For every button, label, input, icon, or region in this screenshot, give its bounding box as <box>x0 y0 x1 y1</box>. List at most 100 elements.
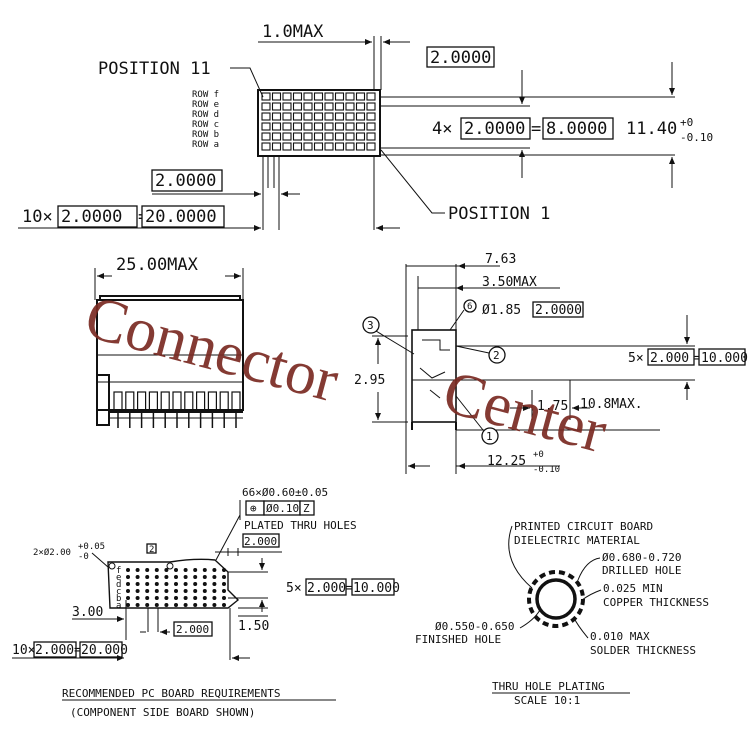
contact-cell <box>355 122 366 131</box>
side-height-max: 10.8MAX. <box>580 397 643 412</box>
pcb-row-b: b <box>116 594 121 604</box>
pcb-hole <box>174 568 178 572</box>
pcb-caption-line1: RECOMMENDED PC BOARD REQUIREMENTS <box>62 687 281 700</box>
pcb-hole <box>212 603 217 607</box>
pcb-hole <box>164 596 169 600</box>
balloon-6-text: 6 <box>467 302 472 312</box>
pcb-hole <box>126 568 130 572</box>
pcb-hole <box>222 582 226 586</box>
col-pitch-label: 2.0000 <box>155 171 216 191</box>
contact-cell <box>334 92 345 101</box>
pcb-caption-line2: (COMPONENT SIDE BOARD SHOWN) <box>70 706 255 719</box>
height-tol-lower: -0.10 <box>680 131 713 144</box>
cols-total-value: 20.0000 <box>145 207 217 227</box>
pcb-hole <box>135 575 140 579</box>
side-dia-185: Ø1.85 <box>482 303 521 318</box>
side-rows-eq: = <box>694 351 702 366</box>
top-pitch-label: 2.0000 <box>430 48 491 68</box>
row-label-e: ROW e <box>192 100 219 110</box>
contact-cell <box>282 102 292 111</box>
col-pitch-box <box>151 169 223 192</box>
watermark-line1: Connector <box>78 283 345 416</box>
pcb-hole <box>212 596 217 600</box>
contact-cell <box>355 92 366 101</box>
pcb-mount-hole-2 <box>166 562 174 570</box>
contact-cell <box>261 122 271 131</box>
contact-cell <box>271 122 282 131</box>
pcb-dim-150: 1.50 <box>238 619 269 634</box>
pcb-pitch-top: 2.000 <box>244 535 277 548</box>
side-dim-175: 1.75 <box>537 399 568 414</box>
pcb-hole <box>193 589 198 593</box>
pcb-hole <box>174 582 178 586</box>
side-width-tol-lower: -0.10 <box>533 465 560 475</box>
pcb-hole <box>126 596 130 600</box>
plating-pcb-line2: DIELECTRIC MATERIAL <box>514 534 640 547</box>
balloon-6 <box>463 299 477 313</box>
balloon-3 <box>362 316 380 334</box>
pcb-hole <box>193 603 198 607</box>
pcb-cols-prefix: 10× <box>12 643 35 658</box>
gdt-tol: Ø0.10 <box>266 502 299 515</box>
cols-pitch-value: 2.0000 <box>61 207 122 227</box>
pcb-hole <box>135 568 140 572</box>
contact-cell <box>345 132 355 141</box>
contact-cell <box>324 112 334 121</box>
contact-cell <box>303 92 313 101</box>
pcb-row-d: d <box>116 580 121 590</box>
contact-cell <box>313 102 324 111</box>
connector-top-outline <box>257 89 381 157</box>
contact-cell <box>366 102 376 111</box>
pcb-hole <box>145 603 150 607</box>
side-pitch-value: 2.0000 <box>535 303 582 318</box>
position-1-label: POSITION 1 <box>448 204 550 224</box>
rows-pitch-value: 2.0000 <box>464 119 525 139</box>
pcb-mount-hole-1 <box>108 562 116 570</box>
pcb-rows-total-box <box>351 578 395 596</box>
contact-cell <box>271 92 282 101</box>
contact-cell <box>324 92 334 101</box>
contact-cell <box>303 112 313 121</box>
side-view: 7.63 3.50MAX 6 Ø1.85 2.0000 3 2 5× 2.000… <box>354 252 748 475</box>
pcb-balloon-2: 2 <box>149 545 154 555</box>
plating-finished-line1: Ø0.550-0.650 <box>435 620 514 633</box>
pcb-hole <box>145 596 150 600</box>
top-view: 1.0MAX 2.0000 POSITION 11 ROW f ROW e RO… <box>18 22 713 231</box>
pcb-row-c: c <box>116 587 121 597</box>
pcb-hole <box>202 575 207 579</box>
contact-cell <box>345 92 355 101</box>
pcb-hole <box>183 568 188 572</box>
balloon-3-text: 3 <box>367 319 374 332</box>
pcb-hole <box>193 568 198 572</box>
contact-cell <box>303 102 313 111</box>
contact-cell <box>366 92 376 101</box>
gdt-datum: Z <box>303 502 310 515</box>
contact-cell <box>313 142 324 151</box>
pcb-hole <box>212 589 217 593</box>
side-rows-prefix: 5× <box>628 351 644 366</box>
contact-cell <box>292 122 303 131</box>
side-rows-total-box <box>698 348 746 366</box>
pcb-hole <box>183 603 188 607</box>
contact-cell <box>271 112 282 121</box>
pcb-rows-total: 10.000 <box>353 581 400 596</box>
contact-cell <box>334 132 345 141</box>
row-label-b: ROW b <box>192 130 219 140</box>
pcb-row-letters: f e d c b a <box>116 566 121 611</box>
pcb-cols-total-box <box>79 641 123 658</box>
pcb-hole <box>154 603 159 607</box>
side-pitch-box <box>532 301 584 318</box>
pcb-hole <box>126 582 130 586</box>
pcb-cols-total: 20.000 <box>81 643 128 658</box>
gdt-datum-box <box>299 500 315 516</box>
pcb-hole <box>135 603 140 607</box>
pcb-hole <box>183 582 188 586</box>
contact-cell <box>355 112 366 121</box>
pcb-plated-label: PLATED THRU HOLES <box>244 519 357 532</box>
row-label-c: ROW c <box>192 120 219 130</box>
pcb-hole <box>126 603 130 607</box>
contact-cell <box>303 132 313 141</box>
pcb-rows-pitch: 2.000 <box>307 581 346 596</box>
pcb-hole <box>174 603 178 607</box>
